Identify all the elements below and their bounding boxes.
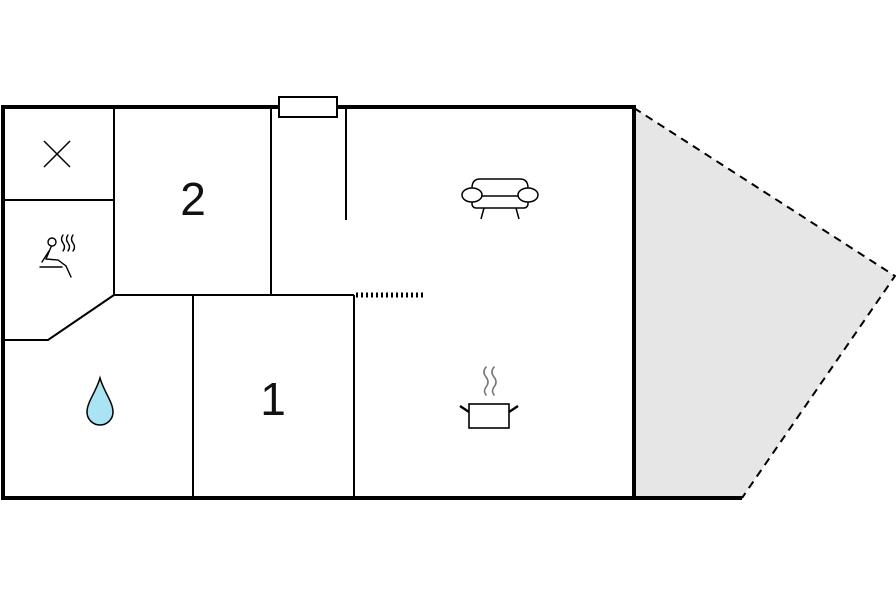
interior-walls bbox=[3, 107, 355, 498]
terrace-outline bbox=[633, 107, 896, 499]
outer-walls bbox=[1, 105, 636, 500]
water-drop-icon bbox=[86, 375, 114, 426]
cooking-pot-icon bbox=[459, 366, 519, 429]
window-top bbox=[278, 96, 338, 118]
toilet-icon bbox=[43, 140, 71, 168]
terrace-area bbox=[634, 108, 895, 498]
sauna-icon bbox=[39, 234, 76, 278]
sofa-icon bbox=[461, 178, 539, 220]
room-label-2: 2 bbox=[180, 173, 206, 225]
room-label-1: 1 bbox=[260, 373, 286, 425]
